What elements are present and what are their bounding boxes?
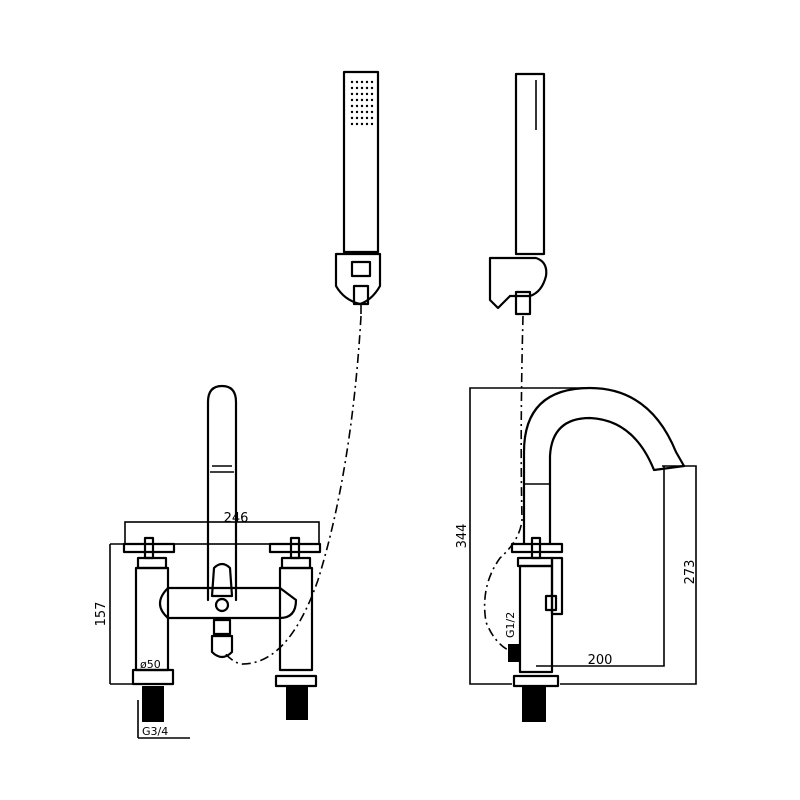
left-handle [122, 536, 176, 672]
hand-shower-side [488, 72, 548, 316]
hand-shower-front [334, 70, 382, 314]
gooseneck-spout [522, 386, 686, 546]
dim-inlet-thread: G3/4 [142, 725, 168, 738]
side-view: 344 273 200 G1/2 [455, 386, 698, 722]
dim-base-diameter: ø50 [140, 658, 161, 671]
outlet-g12 [508, 644, 520, 662]
right-base-pad [274, 674, 318, 688]
dim-spout-reach: 200 [588, 653, 613, 668]
front-view: 246 157 [94, 384, 322, 739]
front-spout [206, 384, 238, 659]
hose-side [483, 315, 524, 651]
shower-spray-holes [350, 80, 374, 126]
right-inlet-thread [286, 686, 308, 720]
shower-holder-side [488, 256, 548, 310]
dim-height-front: 157 [94, 602, 109, 627]
dim-total-height: 344 [455, 524, 470, 549]
left-base-pad [131, 668, 175, 686]
side-base-pad [512, 674, 560, 688]
hose-front [223, 315, 362, 665]
left-inlet-thread [142, 686, 164, 722]
dim-outlet-thread: G1/2 [504, 612, 517, 638]
diverter-lever [550, 556, 564, 616]
bridge-body [158, 586, 298, 620]
dimension-344 [469, 387, 586, 685]
dimension-200 [536, 466, 665, 667]
dimension-273 [560, 465, 697, 685]
side-inlet-thread [522, 686, 546, 722]
side-body [518, 564, 554, 674]
dim-spout-height: 273 [683, 560, 698, 585]
